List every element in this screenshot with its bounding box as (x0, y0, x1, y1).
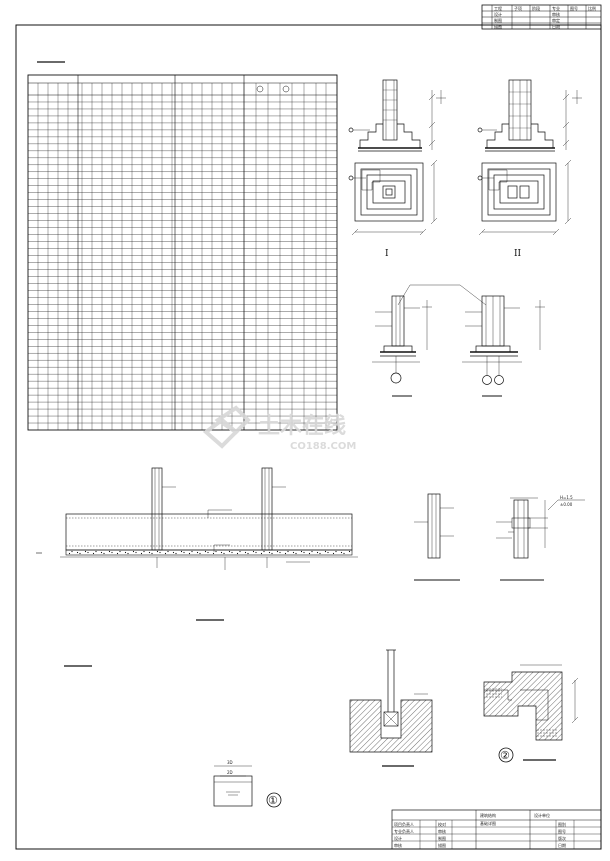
title-block-mid-2: 制图 (438, 835, 446, 841)
title-block-left-2: 设计 (394, 835, 402, 841)
box-dim-mid: 2D (227, 770, 233, 775)
title-block-right-0: 图别 (558, 821, 566, 827)
title-block-left-1: 专业负责人 (394, 828, 414, 834)
strip-header-extra-2: 图号 (570, 5, 578, 11)
watermark: 土木在线 CO188.COM (202, 405, 356, 452)
title-block-left-0: 项目负责人 (394, 821, 414, 827)
strip-header-left: 工程 (494, 5, 502, 11)
detail-mark-1: ① (268, 794, 278, 807)
strip-header-right: 专业 (552, 5, 560, 11)
title-block-mid-0: 校对 (438, 821, 446, 827)
foundation-label-II: II (514, 249, 522, 259)
strip-cell-1-2: 审定 (552, 17, 560, 23)
beam-stipple (68, 550, 351, 555)
title-block-left-3: 审核 (394, 842, 402, 848)
foundation-detail-II (477, 79, 582, 236)
title-block-right-2: 版次 (558, 835, 566, 841)
detail-mark-1-circle (266, 792, 282, 808)
foundation-beam-section (36, 467, 358, 667)
title-block-drawing-name: 基础详图 (480, 820, 496, 826)
bottom-title-block (391, 809, 602, 850)
strip-header-extra-3: 比例 (588, 5, 596, 11)
step-detail (483, 664, 579, 761)
title-strip: 工程 子项 阶段 专业 图号 比例 设计 制图 描图 审核 审定 日期 (481, 4, 602, 30)
strip-header-extra-1: 阶段 (532, 5, 540, 11)
strip-cell-0-0: 设计 (494, 11, 502, 17)
title-block-mid-3: 描图 (438, 842, 446, 848)
strip-cell-2-2: 日期 (552, 23, 560, 29)
watermark-subtext: CO188.COM (290, 441, 356, 452)
detail-mark-2: ② (500, 749, 510, 762)
title-block-company: 设计单位 (534, 812, 550, 818)
box-dim-top: 3D (227, 760, 233, 765)
elevation-note-2: ±0.00 (560, 502, 573, 507)
title-block-project: 建筑结构 (480, 812, 496, 818)
strip-cell-0-2: 审核 (552, 11, 560, 17)
wall-tie-details (414, 493, 585, 581)
sheet-border (15, 24, 602, 850)
strip-cell-1-0: 制图 (494, 17, 502, 23)
box-detail (213, 765, 253, 807)
title-block-right-1: 图号 (558, 828, 566, 834)
column-embed-detail (349, 649, 433, 767)
foundation-detail-I (348, 79, 446, 236)
foundation-label-I: I (385, 249, 389, 259)
watermark-text: 土木在线 (258, 413, 346, 439)
strip-cell-2-0: 描图 (494, 23, 502, 29)
wall-sections-mid (372, 284, 545, 397)
detail-mark-2-circle (498, 747, 514, 763)
title-block-right-3: 日期 (558, 842, 566, 848)
elevation-note: H=1.5 (560, 495, 573, 500)
strip-header-extra-0: 子项 (514, 5, 522, 11)
title-block-mid-1: 审核 (438, 828, 446, 834)
schedule-table (27, 74, 338, 431)
